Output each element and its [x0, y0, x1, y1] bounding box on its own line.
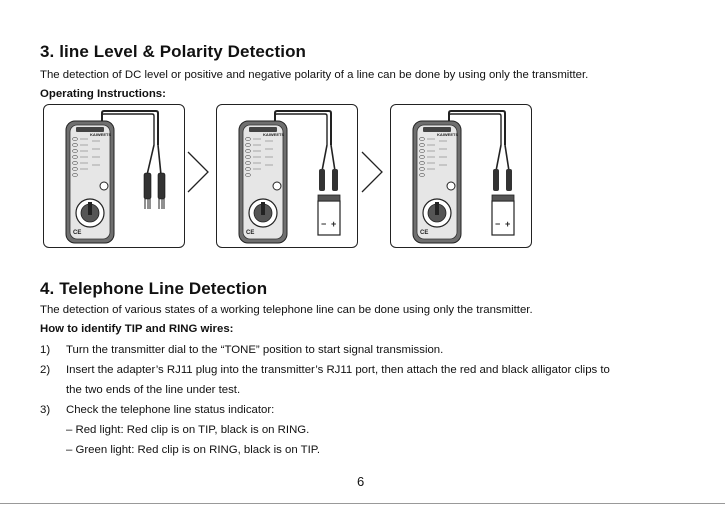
figure-panel-clips: KAIWEETS CE [43, 104, 185, 248]
arrow-right-icon-2 [361, 151, 383, 193]
arrow-right-icon-1 [187, 151, 209, 193]
list-item-number: 3) [40, 404, 51, 416]
figure-panel-battery-1: KAIWEETS CE − + [216, 104, 358, 248]
list-item-text: Turn the transmitter dial to the “TONE” … [66, 344, 444, 356]
battery-minus-label: − [495, 219, 500, 229]
ce-mark: CE [73, 230, 81, 236]
tip-ring-heading: How to identify TIP and RING wires: [40, 323, 234, 335]
battery-minus-label: − [321, 219, 326, 229]
ce-mark: CE [246, 230, 254, 236]
bottom-divider [0, 503, 725, 504]
brand-label: KAIWEETS [263, 132, 284, 137]
list-item-number: 1) [40, 344, 51, 356]
page-number: 6 [357, 474, 365, 489]
battery-icon [317, 200, 341, 236]
operating-instructions-heading: Operating Instructions: [40, 88, 166, 100]
figure-panel-battery-2: KAIWEETS CE − + [390, 104, 532, 248]
transmitter-illustration-2: KAIWEETS CE − + [238, 110, 341, 244]
battery-plus-label: + [331, 219, 336, 229]
list-item-text: Insert the adapter’s RJ11 plug into the … [66, 364, 610, 376]
battery-icon [491, 200, 515, 236]
section-4-description: The detection of various states of a wor… [40, 304, 533, 316]
section-3-heading: 3. line Level & Polarity Detection [40, 42, 307, 61]
indicator-bullet-red: – Red light: Red clip is on TIP, black i… [66, 424, 310, 436]
ce-mark: CE [420, 230, 428, 236]
section-3-description: The detection of DC level or positive an… [40, 69, 589, 81]
transmitter-illustration-3: KAIWEETS CE − + [412, 110, 515, 244]
section-4-heading: 4. Telephone Line Detection [40, 279, 268, 298]
indicator-bullet-green: – Green light: Red clip is on RING, blac… [66, 444, 321, 456]
brand-label: KAIWEETS [90, 132, 111, 137]
transmitter-illustration-1: KAIWEETS CE [65, 110, 166, 244]
list-item-number: 2) [40, 364, 51, 376]
battery-plus-label: + [505, 219, 510, 229]
list-item-text: Check the telephone line status indicato… [66, 404, 275, 416]
list-item-text-continued: the two ends of the line under test. [66, 384, 241, 396]
brand-label: KAIWEETS [437, 132, 458, 137]
